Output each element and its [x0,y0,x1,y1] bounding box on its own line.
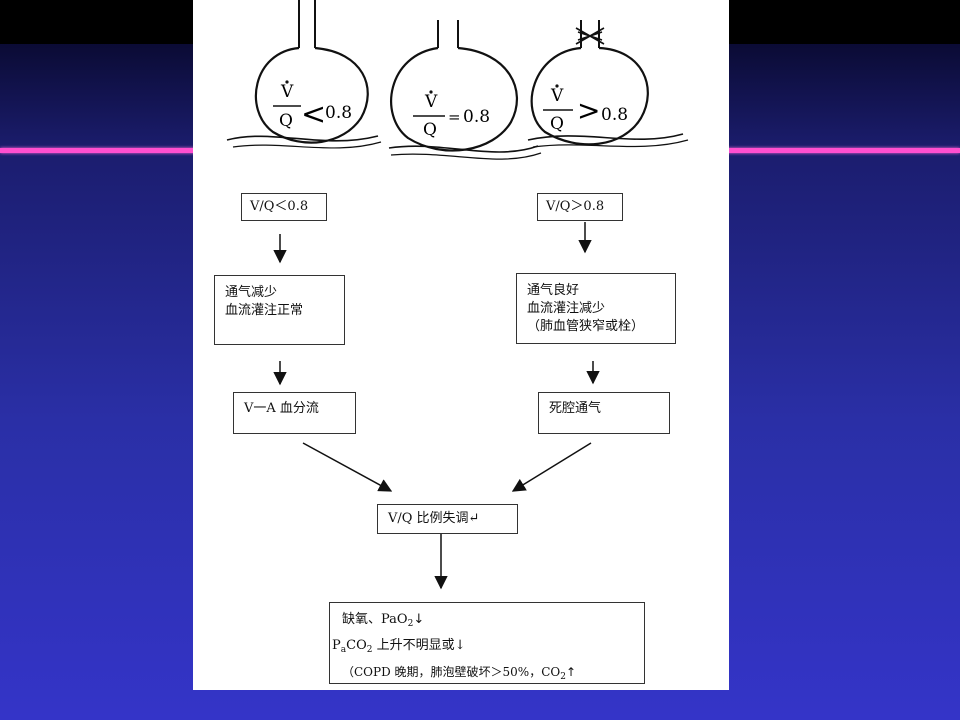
result-line1: 缺氧、PaO2↓ [342,612,425,629]
alveolus-low-value: 0.8 [325,103,352,123]
alveolus-low-q: Q [279,111,293,131]
arrow-diag-left [302,442,393,492]
arrow-diag-right [511,442,592,492]
alveolus-high-v: V [550,86,564,106]
alveolus-high-op: > [577,94,600,127]
blocked-vessel-mark [575,27,605,45]
alveolus-equal-q: Q [423,120,437,140]
alveolus-low-op: < [301,97,326,132]
diagram-graphics: V Q < 0.8 V Q = 0.8 V [226,0,689,590]
box-left-mid-line1: 通气减少 [225,285,278,300]
box-left-mid-line2: 血流灌注正常 [225,303,304,318]
diagram-panel: V Q < 0.8 V Q = 0.8 V [193,0,729,690]
alveolus-equal-op: = [448,108,461,126]
box-right-mid-line3: （肺血管狭窄或栓） [527,319,645,334]
box-vq-high: V/Q＞0.8 [537,193,623,221]
alveolus-low: V Q < 0.8 [226,0,382,149]
alveolus-equal: V Q = 0.8 [388,20,542,160]
box-ventilation-decreased: 通气减少 血流灌注正常 [214,275,345,345]
alveolus-equal-v: V [424,92,438,112]
alveolus-high: V Q > 0.8 [527,20,689,148]
box-vq-mismatch: V/Q 比例失调↵ [377,504,518,534]
alveolus-low-v: V [280,82,294,102]
alveolus-high-q: Q [550,114,564,134]
result-line3: （COPD 晚期，肺泡壁破坏＞50%，CO2↑ [342,665,577,682]
alveolus-equal-value: 0.8 [463,107,490,127]
alveolus-high-value: 0.8 [601,105,628,125]
box-vq-low: V/Q＜0.8 [241,193,327,221]
box-dead-space: 死腔通气 [538,392,670,434]
box-ventilation-good: 通气良好 血流灌注减少 （肺血管狭窄或栓） [516,273,676,344]
result-line2: PaCO2 上升不明显或↓ [332,638,466,655]
box-right-mid-line1: 通气良好 [527,283,580,298]
box-right-mid-line2: 血流灌注减少 [527,301,606,316]
box-shunt: V一A 血分流 [233,392,356,434]
box-result: 缺氧、PaO2↓ PaCO2 上升不明显或↓ （COPD 晚期，肺泡壁破坏＞50… [329,602,645,684]
